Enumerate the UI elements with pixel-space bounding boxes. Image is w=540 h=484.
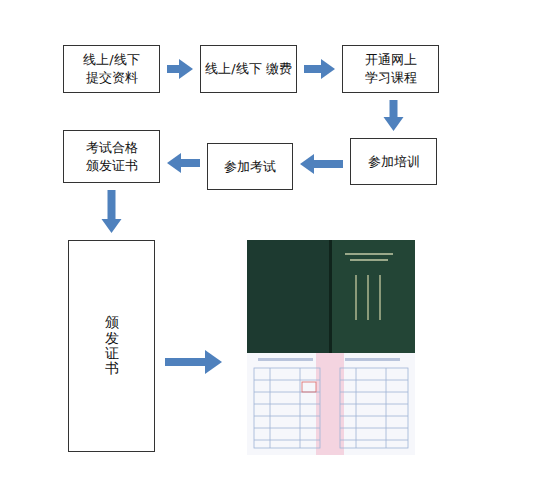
- process-box: 线上/线下 缴费: [200, 45, 297, 93]
- process-box: 线上/线下 提交资料: [63, 45, 160, 93]
- process-box: 开通网上 学习课程: [342, 45, 439, 93]
- box-label: 颁发证书: [105, 315, 119, 377]
- box-label: 考试合格 颁发证书: [64, 139, 159, 174]
- box-label: 参加培训: [368, 153, 420, 171]
- pointer-arrow: [165, 350, 222, 374]
- flow-arrow: [300, 154, 343, 174]
- flow-arrow: [304, 59, 335, 79]
- flow-arrow: [167, 153, 200, 173]
- box-label: 线上/线下 缴费: [205, 60, 292, 78]
- tall-box: 颁发证书: [68, 240, 155, 452]
- process-box: 考试合格 颁发证书: [63, 130, 160, 183]
- flow-arrow: [384, 100, 404, 131]
- box-label: 线上/线下 提交资料: [64, 51, 159, 86]
- certificate-pages: [247, 353, 415, 455]
- box-label: 参加考试: [224, 158, 276, 176]
- process-box: 参加考试: [207, 143, 293, 190]
- process-box: 参加培训: [350, 138, 437, 185]
- flow-arrow: [102, 190, 122, 233]
- certificate-cover: [247, 240, 415, 353]
- box-label: 开通网上 学习课程: [343, 51, 438, 86]
- flow-arrow: [167, 59, 193, 79]
